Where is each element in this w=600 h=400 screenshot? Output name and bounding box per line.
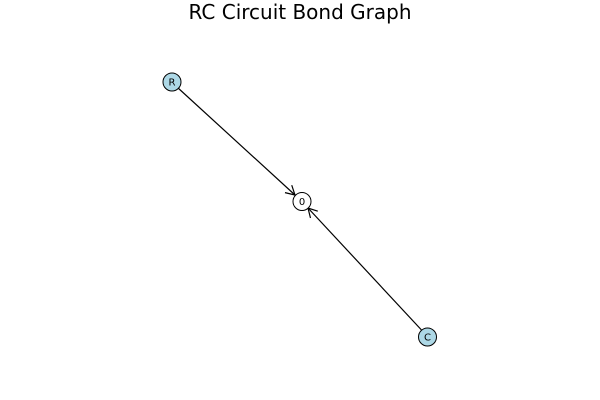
node-r-circle [162, 72, 182, 92]
node-c-label: C [424, 333, 431, 344]
edge-r-to-junction [177, 87, 296, 196]
node-junction-0-circle [292, 192, 312, 211]
diagram-title: RC Circuit Bond Graph [188, 0, 412, 24]
node-c: C [418, 327, 437, 347]
node-junction-0-label: 0 [299, 197, 305, 208]
node-r-label: R [169, 78, 176, 89]
edge-c-to-junction [307, 207, 422, 331]
node-c-circle [418, 327, 437, 347]
node-junction-0: 0 [292, 192, 312, 211]
node-r: R [162, 72, 182, 92]
